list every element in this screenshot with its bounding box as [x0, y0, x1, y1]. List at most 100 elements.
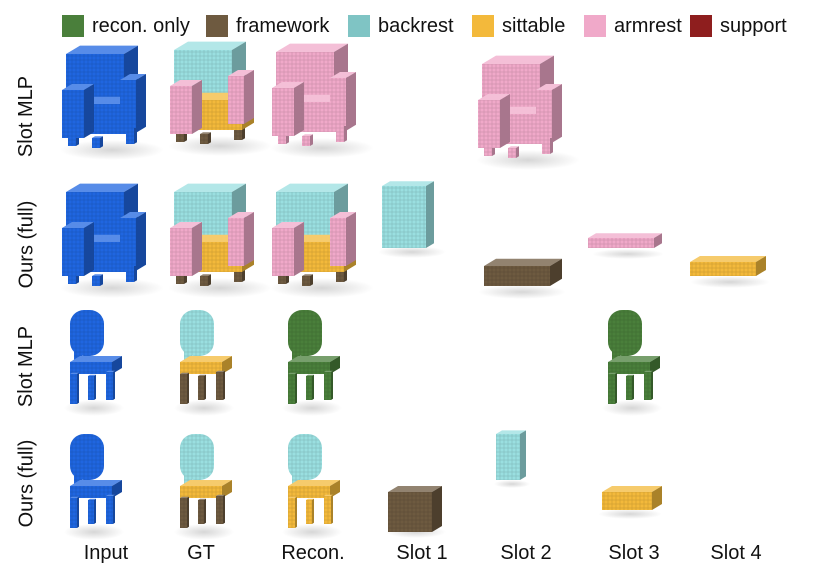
legend-swatch-framework — [206, 15, 228, 37]
backrest-oval-texture — [288, 434, 322, 480]
ground-shadow — [478, 285, 566, 299]
armrest-right-top — [120, 212, 146, 218]
leg-front-texture — [278, 272, 286, 284]
legs-part-side — [432, 486, 442, 532]
backrest-oval-texture — [288, 310, 322, 356]
armrest-right-side — [136, 212, 146, 266]
ground-shadow — [378, 246, 446, 258]
armrest-left-front-texture — [170, 228, 192, 276]
leg-side — [310, 274, 313, 286]
legend-label: sittable — [502, 14, 566, 37]
armrest-left-front-texture — [478, 100, 500, 148]
legs-part-front-texture — [388, 492, 432, 532]
ground-shadow — [282, 400, 342, 416]
armrest-left-front-texture — [170, 86, 192, 134]
armrest-left-top — [478, 94, 510, 100]
armrest-part-front-texture — [588, 238, 654, 248]
ground-shadow — [598, 509, 662, 519]
legend-swatch-armrest — [584, 15, 606, 37]
legend-item: backrest — [348, 14, 454, 38]
framework-part-top — [484, 258, 562, 266]
leg-top — [306, 498, 314, 500]
leg-front-texture — [70, 374, 77, 404]
armrest-left-top — [272, 82, 304, 88]
armrest-right-front-texture — [536, 90, 552, 138]
armrest-right-side — [136, 74, 146, 128]
ground-shadow — [282, 524, 342, 540]
leg-side — [331, 370, 333, 400]
part-row2-slot2-framework — [478, 258, 566, 299]
leg-top — [92, 274, 103, 276]
ground-shadow — [174, 524, 234, 540]
legend-item: armrest — [584, 14, 682, 38]
leg-side — [344, 128, 347, 142]
leg-side — [223, 494, 225, 524]
leg-side — [651, 370, 653, 400]
leg-top — [324, 370, 333, 372]
armrest-left-side — [294, 222, 304, 276]
leg-side — [100, 274, 103, 286]
armrest-right-front-texture — [120, 80, 136, 128]
col-label-recon: Recon. — [281, 542, 345, 564]
leg-front-texture — [306, 376, 312, 400]
leg-top — [324, 494, 333, 496]
armrest-right-front-texture — [120, 218, 136, 266]
armrest-left-top — [62, 222, 94, 228]
leg-front-texture — [68, 134, 76, 146]
armrest-right-front-texture — [228, 76, 244, 124]
ground-shadow — [64, 400, 124, 416]
leg-top — [88, 498, 96, 500]
armrest-left-side — [294, 82, 304, 136]
seat-side — [222, 356, 232, 374]
leg-top — [626, 374, 634, 376]
chair-row4-input — [64, 434, 124, 540]
leg-front-texture — [106, 496, 113, 524]
leg-top — [306, 374, 314, 376]
legend-item: sittable — [472, 14, 565, 38]
armrest-left-side — [84, 222, 94, 276]
armrest-left-front-texture — [272, 228, 294, 276]
seat-side — [330, 480, 340, 498]
leg-side — [516, 146, 519, 158]
seat-top — [70, 480, 122, 486]
armrest-left-top — [170, 222, 202, 228]
leg-front-texture — [626, 376, 632, 400]
chair-row1-input — [60, 45, 164, 160]
ground-shadow — [476, 150, 580, 170]
leg-front-texture — [216, 496, 223, 524]
leg-top — [180, 496, 189, 498]
backrest-part-side — [426, 181, 434, 248]
armrest-right-side — [244, 70, 254, 124]
chair-row1-slot2 — [476, 55, 580, 170]
leg-side — [77, 496, 79, 528]
leg-front-texture — [324, 372, 331, 400]
leg-top — [70, 372, 79, 374]
seat-part-side — [652, 486, 662, 510]
armrest-right-top — [228, 70, 254, 76]
armrest-right-front-texture — [330, 218, 346, 266]
legend-label: backrest — [378, 14, 454, 37]
leg-side — [113, 494, 115, 524]
seat-front-texture — [70, 486, 112, 498]
armrest-right-top — [536, 84, 562, 90]
leg-front-texture — [180, 374, 187, 404]
leg-top — [200, 132, 211, 134]
seat-top — [288, 480, 340, 486]
leg-front-texture — [302, 276, 310, 286]
armrest-right-front-texture — [330, 78, 346, 126]
leg-top — [644, 370, 653, 372]
leg-front-texture — [508, 148, 516, 158]
leg-front-texture — [126, 132, 134, 144]
col-label-input: Input — [83, 542, 129, 564]
backrest-oval-texture — [180, 310, 214, 356]
seat-side — [222, 480, 232, 498]
seat-front-texture — [288, 362, 330, 374]
armrest-left-side — [192, 80, 202, 134]
leg-top — [70, 496, 79, 498]
leg-front-texture — [288, 374, 295, 404]
col-label-gt: GT — [187, 542, 215, 564]
leg-front-texture — [70, 498, 77, 528]
ground-shadow — [602, 400, 662, 416]
leg-top — [198, 374, 206, 376]
leg-front-texture — [324, 496, 331, 524]
